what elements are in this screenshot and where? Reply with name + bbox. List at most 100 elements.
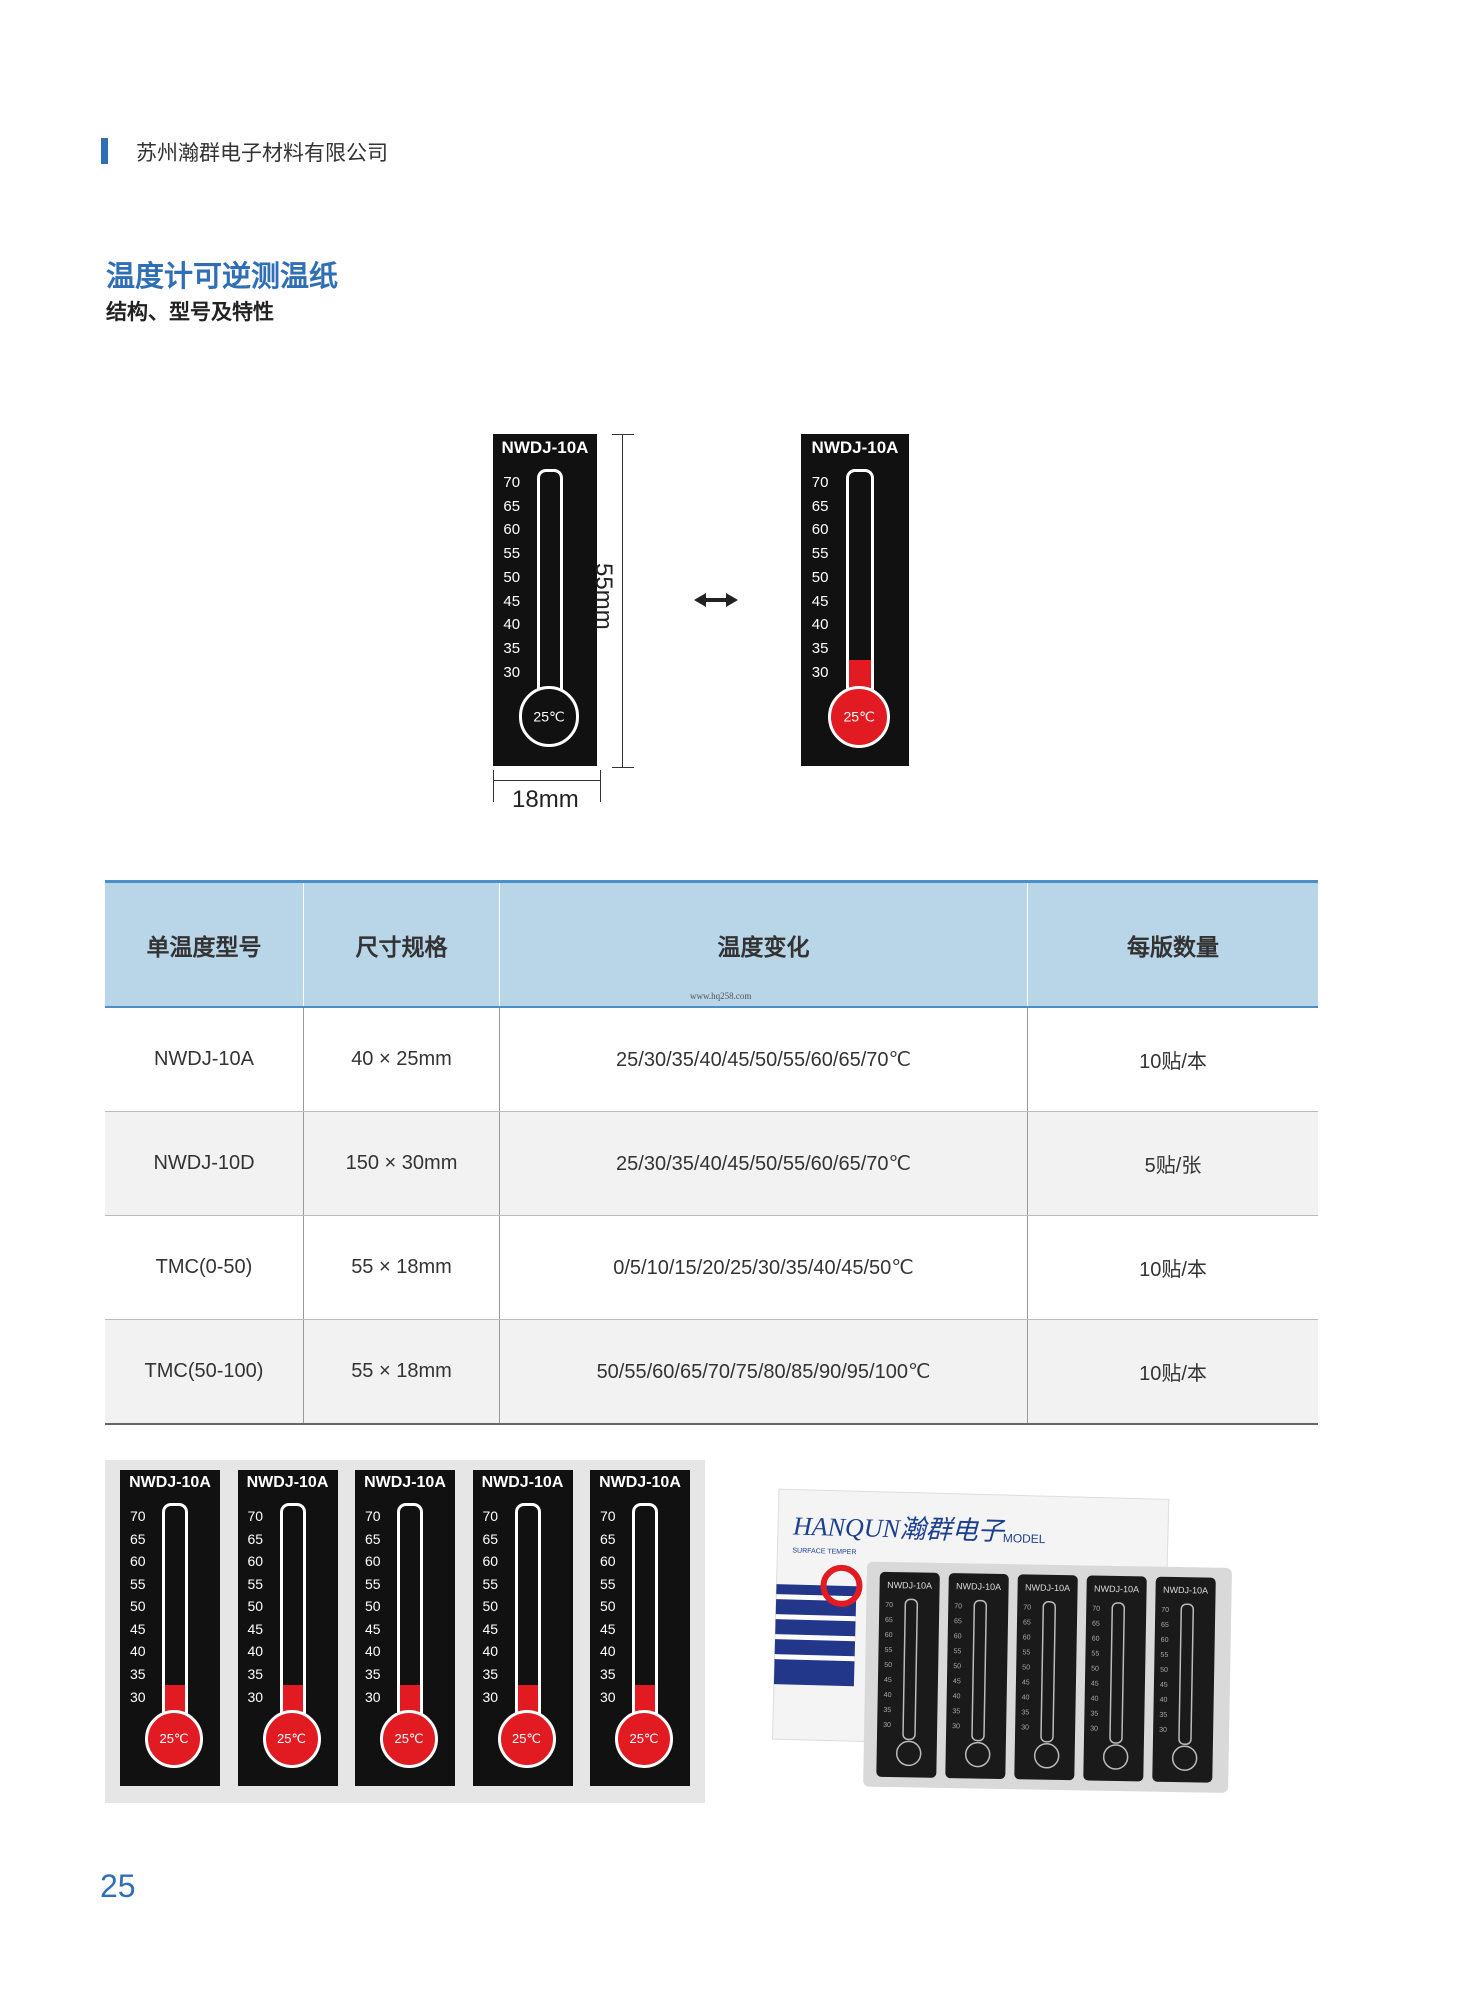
header-quantity: 每版数量 xyxy=(1027,880,1318,1008)
photo-strip-tube xyxy=(971,1599,988,1742)
section-subtitle: 结构、型号及特性 xyxy=(106,300,274,324)
photo-strip-model: NWDJ-10A xyxy=(956,1581,1001,1592)
photo-strip-model: NWDJ-10A xyxy=(1163,1585,1208,1596)
photo-strip-tick: 65 xyxy=(1023,1619,1031,1626)
tick-label: 70 xyxy=(247,1507,264,1524)
height-label: 55mm xyxy=(590,563,617,630)
tick-label: 35 xyxy=(482,1666,499,1683)
photo-strip-tick: 45 xyxy=(1160,1682,1168,1689)
width-dimension-line xyxy=(493,780,601,781)
product-photo: HANQUN瀚群电子 MODEL SURFACE TEMPER NWDJ-10A… xyxy=(771,1488,1232,1793)
photo-strip-tick: 50 xyxy=(884,1662,892,1669)
height-dimension-top-cap xyxy=(612,434,634,435)
photo-strip-model: NWDJ-10A xyxy=(887,1580,932,1591)
bulb-label: 25℃ xyxy=(159,1731,189,1747)
tick-label: 30 xyxy=(503,663,521,681)
thermometer-bulb: 25℃ xyxy=(497,1710,556,1769)
tick-label: 40 xyxy=(503,616,521,634)
tick-label: 45 xyxy=(482,1620,499,1637)
tick-label: 65 xyxy=(247,1530,264,1547)
photo-strip-tick: 40 xyxy=(1160,1697,1168,1704)
bulb-label: 25℃ xyxy=(629,1731,659,1747)
tick-label: 70 xyxy=(811,473,829,491)
photo-strip-tick: 70 xyxy=(885,1602,893,1609)
cell-temperature: 50/55/60/65/70/75/80/85/90/95/100℃ xyxy=(499,1319,1028,1425)
table-row: NWDJ-10D 150 × 30mm 25/30/35/40/45/50/55… xyxy=(105,1111,1318,1216)
tick-label: 60 xyxy=(247,1553,264,1570)
header-size: 尺寸规格 xyxy=(303,880,500,1008)
photo-strip-tick: 50 xyxy=(953,1663,961,1670)
tick-label: 30 xyxy=(130,1688,146,1705)
thermometer-tube xyxy=(279,1503,306,1720)
header-model: 单温度型号 xyxy=(105,880,304,1008)
cell-size: 150 × 30mm xyxy=(303,1111,500,1216)
cell-quantity: 10贴/本 xyxy=(1027,1215,1318,1320)
photo-strip-tick: 50 xyxy=(1091,1666,1099,1673)
tick-label: 40 xyxy=(600,1643,616,1660)
width-dimension-right-cap xyxy=(600,770,601,802)
height-dimension-bottom-cap xyxy=(612,767,634,768)
photo-strip-tick: 40 xyxy=(1022,1694,1030,1701)
tick-label: 50 xyxy=(811,568,829,586)
thermometer-bulb: 25℃ xyxy=(380,1710,438,1769)
photo-strip-tick: 50 xyxy=(1022,1664,1030,1671)
tick-label: 60 xyxy=(811,521,829,539)
tick-label: 65 xyxy=(811,497,829,515)
photo-strip-tick: 40 xyxy=(884,1692,892,1699)
tick-label: 50 xyxy=(503,568,521,586)
strip-model-label: NWDJ-10A xyxy=(129,1474,211,1491)
photo-strip-tick: 30 xyxy=(1090,1726,1098,1733)
tick-label: 65 xyxy=(130,1530,146,1547)
photo-strip-tick: 35 xyxy=(1090,1711,1098,1718)
photo-strip-tube xyxy=(1178,1603,1195,1745)
tick-label: 45 xyxy=(247,1620,264,1637)
tick-label: 60 xyxy=(482,1553,499,1570)
cell-quantity: 10贴/本 xyxy=(1027,1007,1318,1112)
tick-label: 50 xyxy=(365,1598,381,1615)
tick-label: 65 xyxy=(365,1530,381,1547)
bulb-label: 25℃ xyxy=(394,1731,424,1747)
tick-label: 50 xyxy=(600,1598,616,1615)
thermometer-bulb: 25℃ xyxy=(615,1710,673,1769)
photo-strip-tick: 65 xyxy=(1092,1621,1100,1628)
bulb-label: 25℃ xyxy=(276,1731,307,1747)
tick-label: 65 xyxy=(600,1530,616,1547)
tick-label: 70 xyxy=(482,1507,499,1524)
strip-model-label: NWDJ-10A xyxy=(599,1474,681,1491)
tick-label: 30 xyxy=(482,1688,499,1705)
photo-strip-tick: 70 xyxy=(1092,1606,1100,1613)
photo-strip-tick: 60 xyxy=(1161,1637,1169,1644)
tick-label: 35 xyxy=(811,640,829,657)
photo-strip-tick: 30 xyxy=(952,1723,960,1730)
photo-sticker-strip xyxy=(1014,1574,1078,1781)
photo-strip-tick: 60 xyxy=(1023,1634,1031,1641)
tick-label: 45 xyxy=(130,1620,146,1637)
tick-label: 45 xyxy=(365,1620,381,1637)
tick-label: 60 xyxy=(130,1553,146,1570)
cell-model: TMC(50-100) xyxy=(105,1319,304,1425)
tick-label: 65 xyxy=(503,497,521,515)
bulb-label: 25℃ xyxy=(843,708,875,725)
tick-label: 65 xyxy=(482,1530,499,1547)
thermometer-bulb: 25℃ xyxy=(828,686,891,749)
strip-model-label: NWDJ-10A xyxy=(481,1474,564,1491)
photo-strip-tick: 50 xyxy=(1160,1667,1168,1674)
thermometer-tube xyxy=(632,1503,658,1720)
tick-label: 50 xyxy=(482,1598,499,1615)
cell-temperature: 25/30/35/40/45/50/55/60/65/70℃ xyxy=(499,1111,1028,1216)
cell-size: 40 × 25mm xyxy=(303,1007,500,1112)
tick-label: 60 xyxy=(600,1553,616,1570)
photo-strip-tick: 45 xyxy=(884,1677,892,1684)
tick-label: 55 xyxy=(130,1575,146,1592)
photo-strip-tick: 65 xyxy=(954,1618,962,1625)
photo-strip-tick: 35 xyxy=(1021,1709,1029,1716)
cell-model: TMC(0-50) xyxy=(105,1215,304,1320)
header-accent-bar xyxy=(101,138,108,164)
thermometer-tube xyxy=(397,1503,423,1720)
cell-temperature: 25/30/35/40/45/50/55/60/65/70℃ xyxy=(499,1007,1028,1112)
tick-label: 45 xyxy=(600,1620,616,1637)
